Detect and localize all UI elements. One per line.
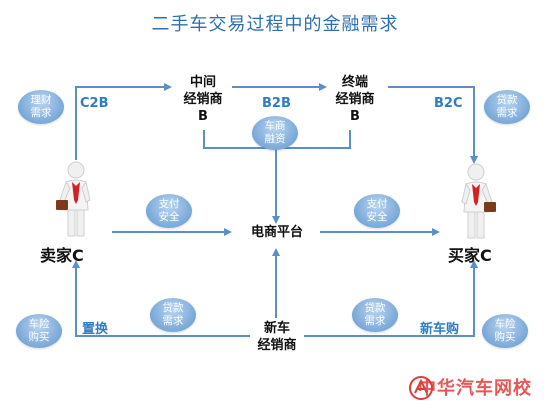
bubble-insurance-left: 车险 购买 [16,314,62,348]
label-b2b: B2B [262,96,291,111]
arrow-new-dealer-to-buyer [304,260,478,337]
node-platform: 电商平台 [250,225,303,240]
bubble-dealer-financing: 车商 融资 [252,116,298,150]
label-c2b: C2B [80,96,109,111]
label-trade-in: 置换 [82,322,109,337]
diagram-title: 二手车交易过程中的金融需求 [151,14,399,35]
bubble-finance-need: 理财 需求 [18,90,64,124]
node-seller: 卖家C [40,246,84,265]
bubble-payment-security-right: 支付 安全 [354,194,400,228]
watermark-text: 中华汽车网校 [418,378,532,399]
bubble-loan-need-bottom-left: 贷款 需求 [150,298,196,332]
bubble-insurance-right: 车险 购买 [482,314,528,348]
label-b2c: B2C [434,96,463,111]
node-buyer: 买家C [448,246,492,265]
label-new-car-purchase: 新车购 [420,322,460,337]
arrow-end-dealer-to-buyer [388,86,478,164]
buyer-person-icon [461,163,496,239]
watermark-logo-icon [409,376,433,400]
arrow-seller-to-mid-dealer [75,83,172,160]
arrow-new-dealer-to-seller [72,260,250,337]
bubble-payment-security-left: 支付 安全 [146,194,192,228]
bubble-loan-need-bottom-right: 贷款 需求 [352,298,398,332]
node-new-dealer: 新车 经销商 [257,321,297,353]
node-end-dealer: 终端 经销商 B [335,75,375,124]
seller-person-icon [56,161,91,237]
node-mid-dealer: 中间 经销商 B [183,75,223,124]
bubble-loan-need-top: 贷款 需求 [484,90,530,124]
